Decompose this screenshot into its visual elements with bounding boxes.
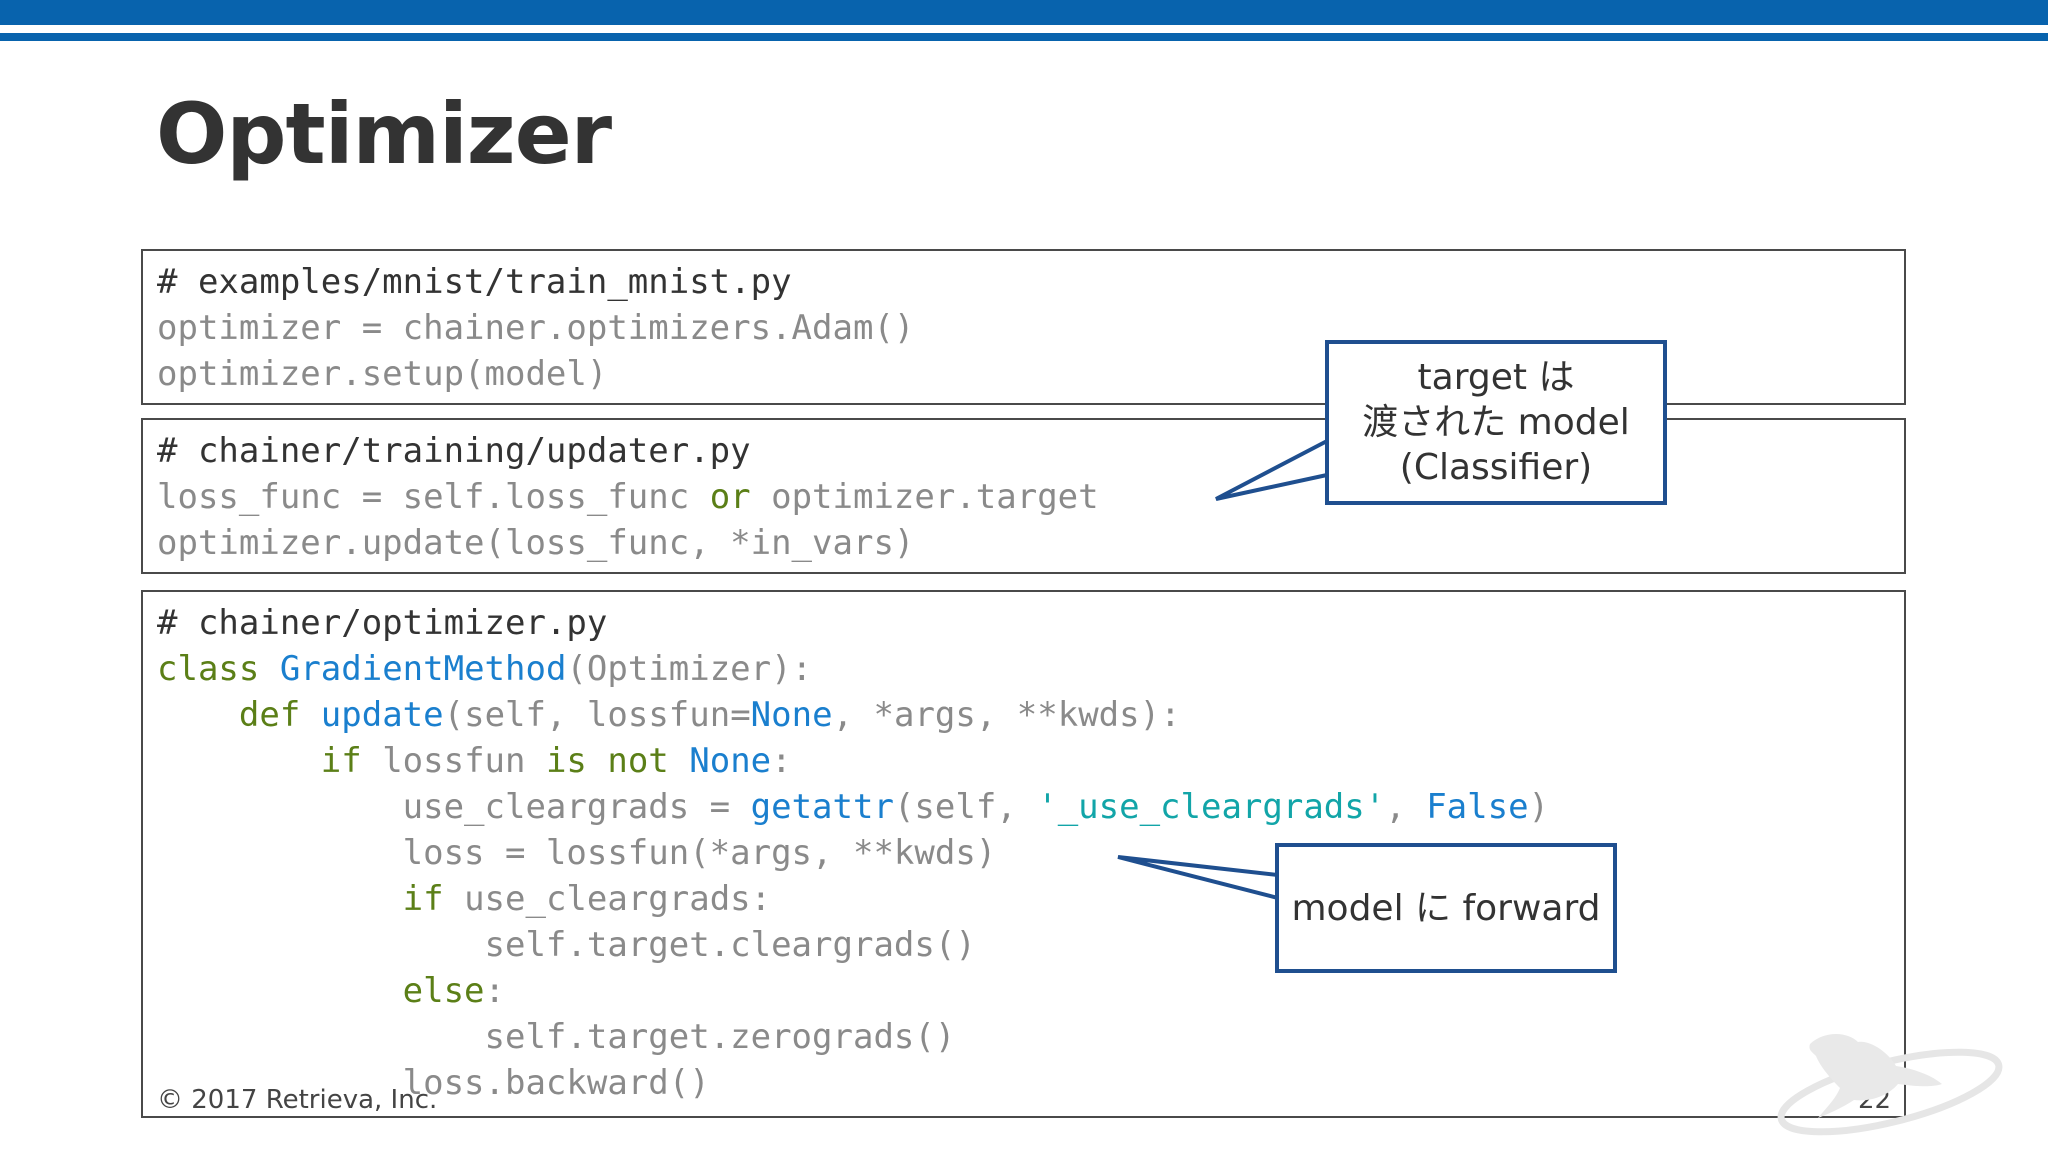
- slide-title: Optimizer: [156, 85, 612, 183]
- code-line: optimizer = chainer.optimizers.Adam(): [157, 308, 915, 348]
- code-comment: # chainer/optimizer.py: [157, 603, 608, 643]
- callout-pointer-target: [1215, 437, 1329, 501]
- keyword-or: or: [709, 477, 751, 517]
- callout-text: (Classifier): [1399, 447, 1593, 488]
- code-line: use_cleargrads = getattr(self, '_use_cle…: [402, 787, 1550, 827]
- code-line: class GradientMethod(Optimizer):: [157, 649, 813, 689]
- code-comment: # chainer/training/updater.py: [157, 431, 751, 471]
- code-line: optimizer.update(loss_func, *in_vars): [157, 523, 915, 563]
- code-block-optimizer: # chainer/optimizer.py class GradientMet…: [141, 590, 1906, 1118]
- code-line: if use_cleargrads:: [402, 879, 772, 919]
- code-line: self.target.zerograds(): [157, 1017, 956, 1057]
- code-line: def update(self, lossfun=None, *args, **…: [238, 695, 1181, 735]
- code-line: else:: [402, 971, 506, 1011]
- code-line: self.target.cleargrads(): [157, 925, 976, 965]
- keyword-def: def: [238, 695, 301, 735]
- code-line: loss = lossfun(*args, **kwds): [157, 833, 997, 873]
- code-block-train-mnist: # examples/mnist/train_mnist.py optimize…: [141, 249, 1906, 405]
- code-line: loss_func = self.loss_func or optimizer.…: [157, 477, 1099, 517]
- callout-text: model に forward: [1291, 887, 1601, 929]
- retrieva-otter-logo-icon: [1777, 1034, 2003, 1136]
- class-name: GradientMethod: [279, 649, 567, 689]
- function-name: update: [320, 695, 444, 735]
- code-line: optimizer.setup(model): [157, 354, 608, 394]
- code-line: loss.backward(): [157, 1063, 710, 1103]
- copyright-text: © 2017 Retrieva, Inc.: [157, 1085, 438, 1115]
- callout-pointer-forward: [1117, 855, 1280, 901]
- string-literal: '_use_cleargrads': [1037, 787, 1386, 827]
- callout-target: target は 渡された model (Classifier): [1325, 340, 1667, 505]
- top-accent-line: [0, 33, 2048, 41]
- callout-text: target は: [1417, 357, 1575, 398]
- top-accent-bar: [0, 0, 2048, 25]
- keyword-class: class: [157, 649, 260, 689]
- code-line: if lossfun is not None:: [320, 741, 792, 781]
- callout-text: 渡された model: [1362, 402, 1630, 443]
- code-comment: # examples/mnist/train_mnist.py: [157, 262, 792, 302]
- callout-forward: model に forward: [1275, 843, 1617, 973]
